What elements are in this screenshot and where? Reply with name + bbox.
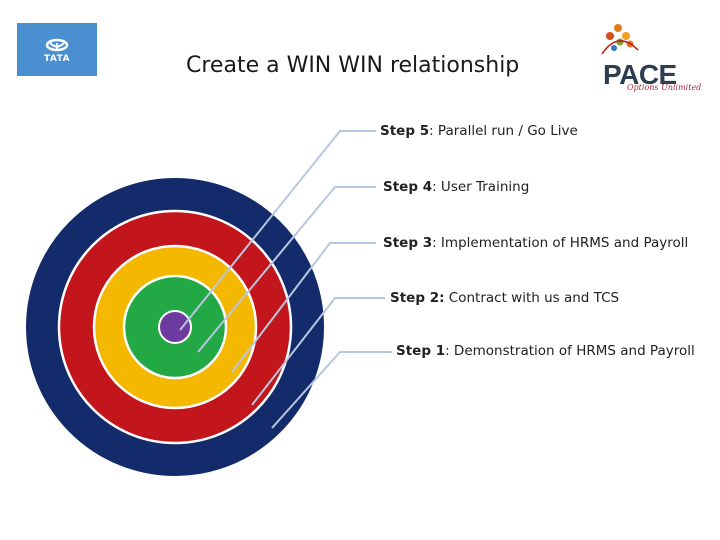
tata-logo-text: TATA	[43, 54, 71, 64]
pace-logo-text: PACE	[603, 59, 677, 90]
pace-logo-tagline: Options Unlimited	[627, 83, 702, 92]
connector-step-5	[179, 130, 376, 331]
step-3-label: Step 3: Implementation of HRMS and Payro…	[383, 235, 688, 251]
step-3-text: : Implementation of HRMS and Payroll	[432, 235, 689, 251]
step-2-label: Step 2: Contract with us and TCS	[390, 290, 619, 306]
tata-emblem-icon	[45, 38, 69, 52]
ring-step-1	[158, 310, 192, 344]
pace-emblem-icon	[601, 24, 639, 55]
step-5-label: Step 5: Parallel run / Go Live	[380, 123, 578, 139]
connector-step-4	[197, 186, 376, 353]
connector-step-1	[271, 351, 392, 429]
step-2-key: Step 2:	[390, 290, 445, 306]
step-5-key: Step 5	[380, 123, 430, 139]
step-1-label: Step 1: Demonstration of HRMS and Payrol…	[396, 343, 695, 359]
pace-logo: PACE Options Unlimited	[598, 20, 708, 100]
page-title: Create a WIN WIN relationship	[186, 53, 520, 78]
step-4-text: : User Training	[432, 179, 530, 195]
step-3-key: Step 3	[383, 235, 433, 251]
tata-logo: TATA	[17, 23, 97, 76]
connector-step-2	[251, 297, 385, 406]
step-5-text: : Parallel run / Go Live	[429, 123, 578, 139]
step-4-key: Step 4	[383, 179, 433, 195]
connector-step-3	[231, 242, 376, 373]
step-1-text: : Demonstration of HRMS and Payroll	[445, 343, 695, 359]
step-4-label: Step 4: User Training	[383, 179, 529, 195]
step-1-key: Step 1	[396, 343, 446, 359]
step-2-text: Contract with us and TCS	[444, 290, 620, 306]
